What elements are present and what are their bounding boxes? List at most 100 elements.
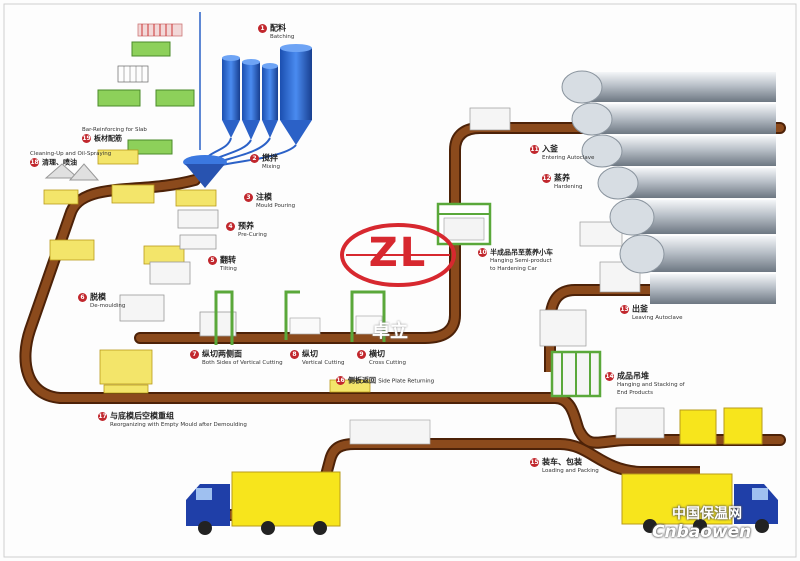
step-en: Tilting xyxy=(220,266,237,272)
hardening-car-station xyxy=(436,202,492,246)
step-en: Leaving Autoclave xyxy=(632,315,683,321)
stacked-blocks-4 xyxy=(539,309,587,347)
step-cn: 预养 xyxy=(238,221,254,231)
border-frame xyxy=(3,3,797,558)
green-cakes xyxy=(119,209,237,337)
step-en: Vertical Cutting xyxy=(302,360,345,366)
step-cn: 搅拌 xyxy=(262,153,278,163)
step-en: Entering Autoclave xyxy=(542,155,595,161)
step-number: 9 xyxy=(357,350,366,359)
step-cn: 横切 xyxy=(369,349,385,359)
mixer xyxy=(183,155,227,188)
step-number: 13 xyxy=(620,305,629,314)
step-number: 10 xyxy=(478,248,487,257)
step-number: 1 xyxy=(258,24,267,33)
step-cn: 注模 xyxy=(256,192,272,202)
autoclaves xyxy=(561,70,776,304)
cutting-cakes xyxy=(289,315,383,335)
step-number: 11 xyxy=(530,145,539,154)
step-number: 17 xyxy=(98,412,107,421)
step-cn: 成品吊堆 xyxy=(617,371,649,381)
step-cn: 出釜 xyxy=(632,304,648,314)
step-cn: 蒸养 xyxy=(554,173,570,183)
stacking-crane xyxy=(550,350,602,398)
step-number: 6 xyxy=(78,293,87,302)
step-en: Side Plate Returning xyxy=(378,378,435,385)
cutting-machines xyxy=(214,290,386,345)
step-number: 2 xyxy=(250,154,259,163)
rebar-station xyxy=(97,23,195,155)
step-en: Bar-Reinforcing for Slab xyxy=(82,127,147,133)
step-cn: 板材配筋 xyxy=(94,134,122,143)
step-en: Pre-Curing xyxy=(238,232,267,238)
watermark-cn: 中国保温网 xyxy=(672,506,742,522)
step-en: Hanging Semi-product to Hardening Car xyxy=(490,258,552,272)
zl-logo xyxy=(340,223,456,287)
step-en: Mixing xyxy=(262,164,281,170)
step-cn: 入釜 xyxy=(542,144,558,154)
step-cn: 脱模 xyxy=(90,292,106,302)
step-number: 4 xyxy=(226,222,235,231)
step-number: 15 xyxy=(530,458,539,467)
step-cn: 纵切 xyxy=(302,349,318,359)
truck-right xyxy=(621,473,778,533)
step-number: 7 xyxy=(190,350,199,359)
step-en: Hardening xyxy=(554,184,583,190)
end-product-stack xyxy=(615,407,665,439)
step-number: 12 xyxy=(542,174,551,183)
step-en: Reorganizing with Empty Mould after Demo… xyxy=(110,422,247,428)
loading-stack xyxy=(349,419,431,445)
step-en: De-moulding xyxy=(90,303,126,309)
step-cn: 装车、包装 xyxy=(542,457,582,467)
logo-letters: ZL xyxy=(368,230,428,276)
step-number: 18 xyxy=(30,158,39,167)
step-number: 14 xyxy=(605,372,614,381)
stacked-blocks-1 xyxy=(469,107,511,131)
step-en: Batching xyxy=(270,34,295,40)
step-en: Hanging and Stacking of End Products xyxy=(617,382,685,396)
logo-subtext: 卓立 xyxy=(372,321,408,342)
step-en: Loading and Packing xyxy=(542,468,599,474)
batching-silos xyxy=(199,12,312,167)
spray-station xyxy=(44,163,100,181)
step-number: 8 xyxy=(290,350,299,359)
step-number: 5 xyxy=(208,256,217,265)
step-number: 16 xyxy=(336,376,345,385)
step-en: Both Sides of Vertical Cutting xyxy=(202,360,283,366)
stacked-blocks-3 xyxy=(599,261,641,293)
packed-product-1 xyxy=(679,409,717,445)
watermark-en: Cnbaowen xyxy=(652,522,752,542)
step-cn: 清理、喷油 xyxy=(42,158,77,167)
step-cn: 半成品吊至蒸养小车 xyxy=(490,248,553,257)
step-en: Mould Pouring xyxy=(256,203,296,209)
step-cn: 配料 xyxy=(270,23,286,33)
step-number: 3 xyxy=(244,193,253,202)
step-cn: 与底模后空模重组 xyxy=(110,411,174,421)
truck-left xyxy=(186,471,341,535)
packed-product-2 xyxy=(723,407,763,445)
step-en: Cleaning-Up and Oil-Spraying xyxy=(30,151,112,157)
zl-logo-text: ZL xyxy=(341,222,455,284)
step-cn: 侧板返回 xyxy=(348,376,376,385)
step-cn: 纵切两侧面 xyxy=(202,349,242,359)
